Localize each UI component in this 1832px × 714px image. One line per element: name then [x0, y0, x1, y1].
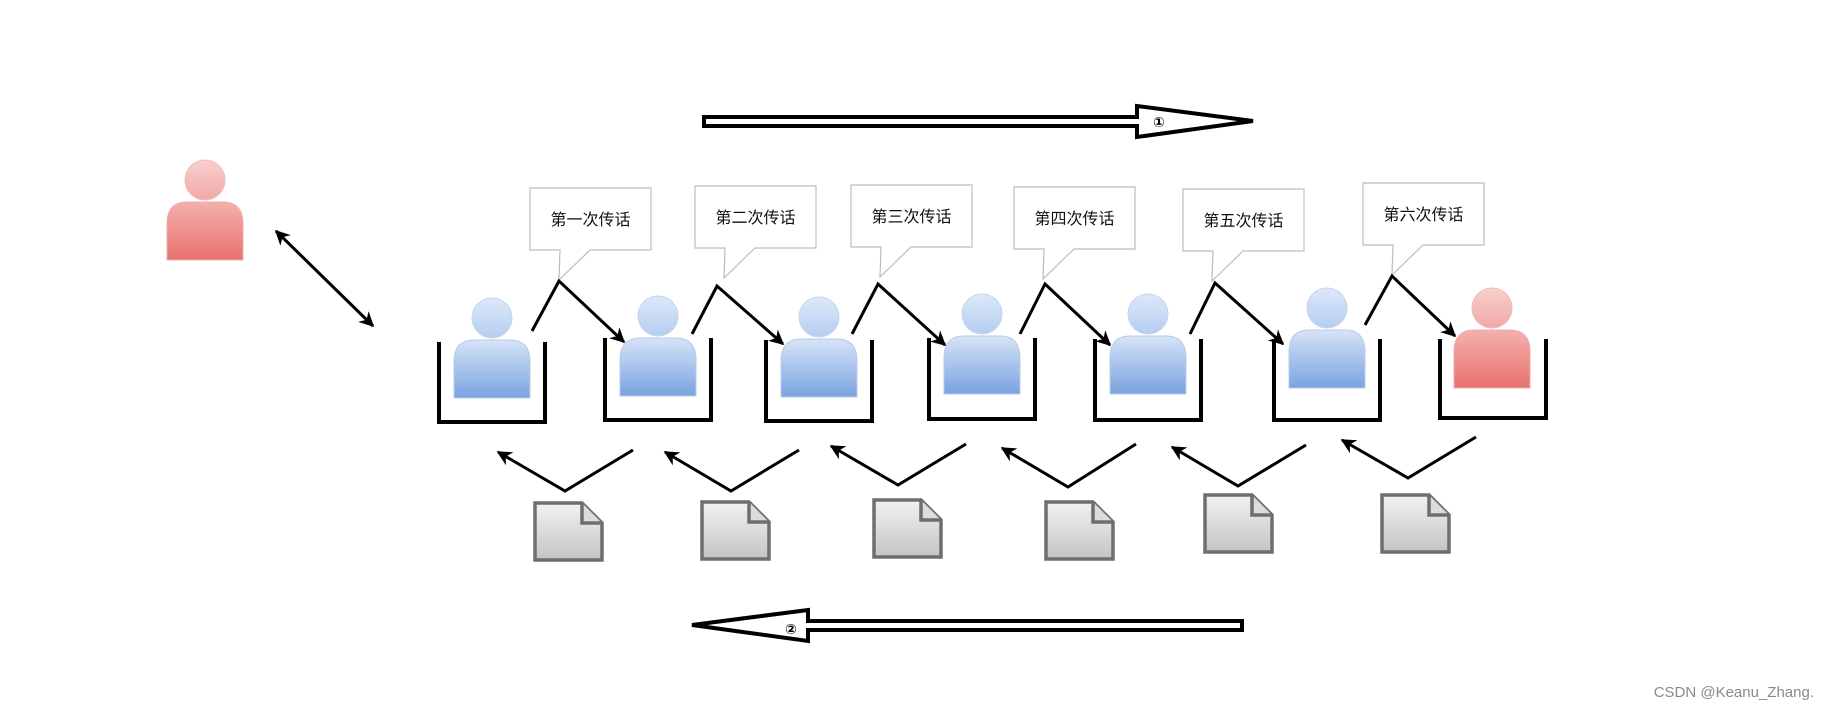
stack-frame-box: [1272, 339, 1382, 422]
origin-person: [166, 159, 244, 261]
speech-bubble-shape: [1362, 182, 1485, 277]
return-arrow-small: [1000, 442, 1137, 489]
call-arrow: [1018, 281, 1112, 347]
stack-person-icon: [780, 296, 858, 398]
origin-person-icon: [166, 159, 244, 261]
call-arrow: [1188, 280, 1285, 346]
speech-bubble-text: 第五次传话: [1203, 211, 1283, 230]
call-arrow: [1363, 273, 1457, 338]
document-icon: [1380, 493, 1451, 554]
person-head-icon: [471, 297, 513, 339]
forward-arrow: ①: [702, 103, 1254, 140]
watermark: CSDN @Keanu_Zhang.: [1653, 684, 1814, 701]
return-arrow-shape: [691, 607, 1244, 644]
stack-person-icon: [1288, 287, 1366, 389]
bidirectional-arrow: [274, 229, 375, 328]
speech-bubble-shape: [1182, 188, 1305, 283]
speech-bubble: 第三次传话: [850, 184, 973, 279]
return-arrow-small: [829, 442, 967, 487]
document-icon: [1044, 500, 1115, 561]
document-icon: [700, 500, 771, 561]
person-head-icon: [1127, 293, 1169, 335]
call-arrow: [850, 281, 947, 347]
person-body-icon: [453, 339, 531, 399]
stack-frame-box: [764, 340, 874, 423]
speech-bubble-text: 第四次传话: [1034, 209, 1114, 228]
return-arrow-small: [496, 448, 634, 493]
speech-bubble-shape: [850, 184, 973, 279]
document-icon: [872, 498, 943, 559]
stack-person-icon: [1453, 287, 1531, 389]
stack-frame-box: [1093, 339, 1203, 422]
return-arrow-small: [1170, 443, 1307, 488]
speech-bubble-text: 第三次传话: [871, 207, 951, 226]
call-arrow: [530, 278, 626, 344]
return-arrow-label: ②: [785, 622, 797, 638]
return-arrow-small: [1340, 435, 1477, 480]
person-body-icon: [166, 201, 244, 261]
speech-bubble: 第一次传话: [529, 187, 652, 282]
stack-person-icon: [943, 293, 1021, 395]
person-head-icon: [1471, 287, 1513, 329]
person-body-icon: [1453, 329, 1531, 389]
speech-bubble-text: 第一次传话: [550, 210, 630, 229]
document-icon: [1203, 493, 1274, 554]
person-body-icon: [943, 335, 1021, 395]
speech-bubble-shape: [529, 187, 652, 282]
person-head-icon: [961, 293, 1003, 335]
speech-bubble-shape: [1013, 186, 1136, 281]
person-head-icon: [798, 296, 840, 338]
person-body-icon: [1109, 335, 1187, 395]
return-arrow-small: [663, 448, 800, 493]
person-body-icon: [1288, 329, 1366, 389]
speech-bubble: 第四次传话: [1013, 186, 1136, 281]
stack-person-icon: [453, 297, 531, 399]
stack-frame-box: [603, 338, 713, 422]
speech-bubble-text: 第二次传话: [715, 208, 795, 227]
person-head-icon: [1306, 287, 1348, 329]
speech-bubble: 第五次传话: [1182, 188, 1305, 283]
person-body-icon: [780, 338, 858, 398]
call-arrow: [690, 283, 785, 346]
person-head-icon: [184, 159, 226, 201]
speech-bubble: 第二次传话: [694, 185, 817, 280]
stack-frame-box: [437, 342, 547, 424]
return-arrow: ②: [691, 607, 1244, 644]
stack-frame-box: [927, 338, 1037, 421]
document-icon: [533, 501, 604, 562]
speech-bubble: 第六次传话: [1362, 182, 1485, 277]
forward-arrow-label: ①: [1153, 115, 1165, 131]
stack-person-icon: [1109, 293, 1187, 395]
speech-bubble-text: 第六次传话: [1383, 205, 1463, 224]
person-head-icon: [637, 295, 679, 337]
stack-person-icon: [619, 295, 697, 397]
stack-frame-box: [1438, 339, 1548, 420]
speech-bubble-shape: [694, 185, 817, 280]
forward-arrow-shape: [702, 103, 1254, 140]
person-body-icon: [619, 337, 697, 397]
